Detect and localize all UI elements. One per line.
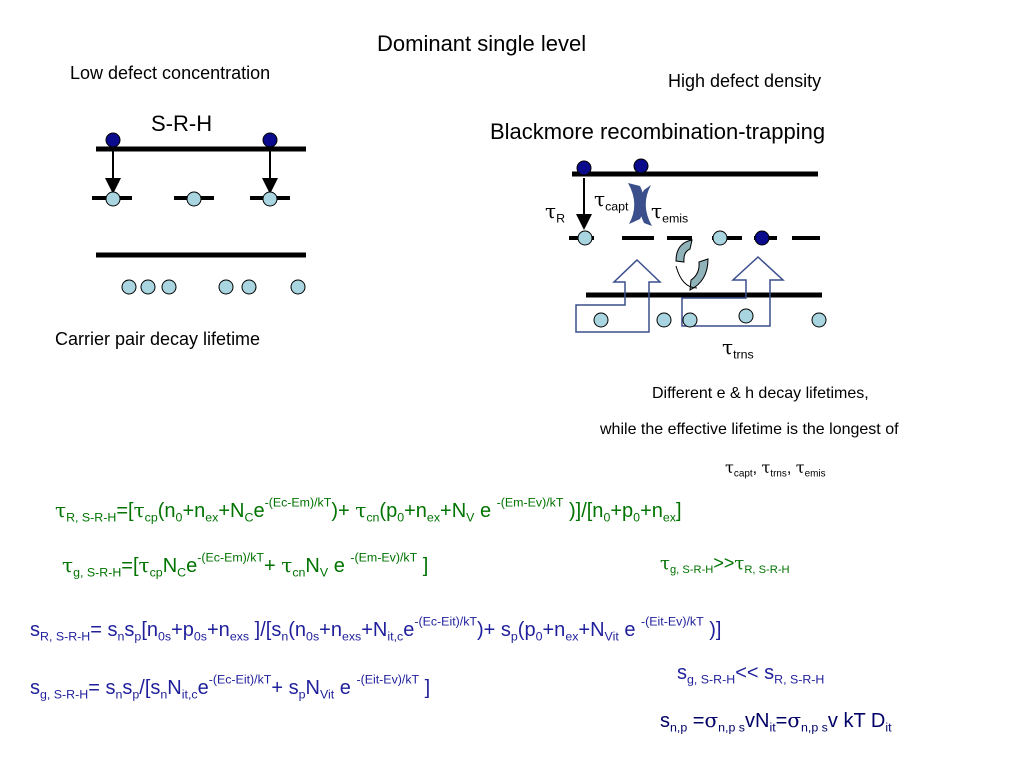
cycle-arrow-top bbox=[675, 239, 693, 263]
electron bbox=[633, 158, 649, 174]
note-line-2: while the effective lifetime is the long… bbox=[600, 421, 899, 438]
hole bbox=[241, 279, 257, 295]
trapped-carrier bbox=[712, 230, 728, 246]
tau-capt-label: τcapt bbox=[594, 187, 629, 214]
eq-tau-g-srh: τg, S-R-H=[τcpNCe-(Ec-Em)/kT+ τcnNV e -(… bbox=[62, 550, 429, 580]
electron bbox=[262, 132, 278, 148]
right-header: High defect density bbox=[668, 71, 822, 91]
hole bbox=[738, 308, 754, 324]
trapped-electron bbox=[754, 230, 770, 246]
eq-tau-r-srh: τR, S-R-H=[τcp(n0+nex+NCe-(Ec-Em)/kT)+ τ… bbox=[55, 495, 682, 525]
left-header: Low defect concentration bbox=[70, 63, 271, 83]
eq-s-r-srh: sR, S-R-H= snsp[n0s+p0s+nexs ]/[sn(n0s+n… bbox=[30, 614, 722, 644]
hole bbox=[290, 279, 306, 295]
hole bbox=[161, 279, 177, 295]
transport-arrow-left bbox=[575, 258, 662, 333]
hole bbox=[218, 279, 234, 295]
eq-s-g-vs-r: sg, S-R-H<< sR, S-R-H bbox=[677, 662, 825, 687]
tau-r-label: τR bbox=[545, 199, 566, 226]
trapped-carrier bbox=[262, 191, 278, 207]
transport-arrow-right bbox=[681, 255, 785, 327]
eq-tau-g-vs-r: τg, S-R-H>>τR, S-R-H bbox=[660, 553, 790, 576]
hole bbox=[593, 312, 609, 328]
trapped-carrier bbox=[105, 191, 121, 207]
tau-emis-label: τemis bbox=[651, 199, 689, 226]
slide-title: Dominant single level bbox=[377, 31, 587, 56]
hole bbox=[121, 279, 137, 295]
electron bbox=[105, 132, 121, 148]
srh-label: S-R-H bbox=[151, 111, 213, 136]
note-lifetime-list: τcapt, τtrns, τemis bbox=[725, 458, 826, 480]
hole bbox=[140, 279, 156, 295]
emission-arrow bbox=[639, 185, 652, 226]
blackmore-diagram bbox=[569, 158, 827, 333]
trapped-carrier bbox=[186, 191, 202, 207]
hole bbox=[656, 312, 672, 328]
blackmore-label: Blackmore recombination-trapping bbox=[490, 119, 826, 144]
electron bbox=[576, 160, 592, 176]
hole bbox=[682, 312, 698, 328]
capture-arrow bbox=[628, 183, 645, 224]
tau-trns-label: τtrns bbox=[722, 335, 754, 362]
cycle-arrow-bottom bbox=[689, 258, 709, 291]
hole bbox=[811, 312, 827, 328]
eq-s-g-srh: sg, S-R-H= snsp/[snNit,ce-(Ec-Eit)/kT+ s… bbox=[30, 672, 431, 702]
note-line-1: Different e & h decay lifetimes, bbox=[652, 385, 869, 402]
srh-diagram bbox=[92, 132, 306, 295]
trapped-carrier bbox=[577, 230, 593, 246]
left-caption: Carrier pair decay lifetime bbox=[55, 329, 261, 349]
eq-s-np: sn,p =σn,p svNit=σn,p sv kT Dit bbox=[660, 708, 892, 735]
